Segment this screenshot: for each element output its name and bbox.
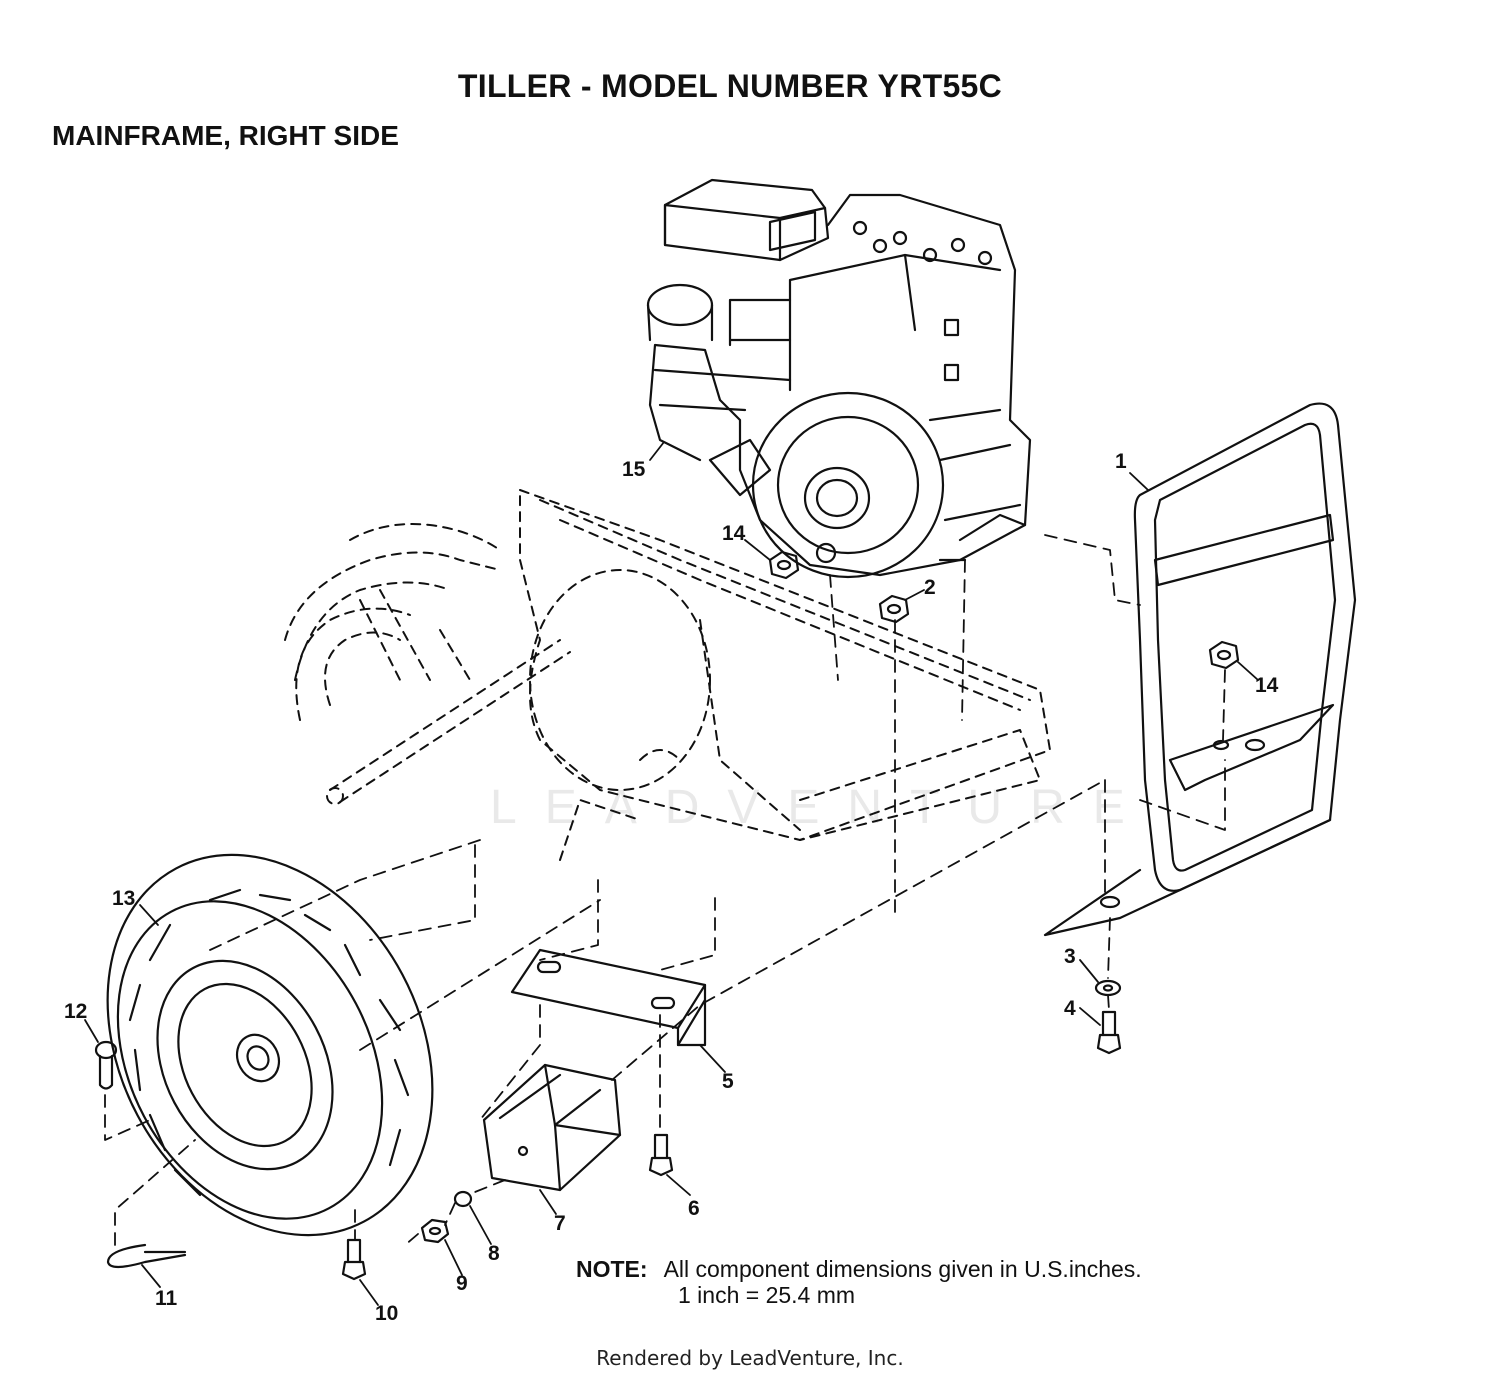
callout-11: 11: [155, 1287, 178, 1310]
callout-15: 15: [622, 458, 646, 481]
page-title: TILLER - MODEL NUMBER YRT55C: [457, 68, 1003, 104]
engine-part-15[interactable]: [646, 178, 1032, 579]
bumper-part-1[interactable]: [1043, 402, 1357, 937]
lockwasher-part-8[interactable]: [453, 1190, 473, 1208]
tine-assembly-phantom: [284, 489, 1051, 861]
bolt-part-10[interactable]: [341, 1238, 367, 1281]
callout-9: 9: [456, 1272, 468, 1295]
callout-5: 5: [722, 1070, 734, 1093]
callout-4: 4: [1064, 997, 1076, 1020]
callout-leaders: [84, 441, 1259, 1306]
callout-2: 2: [924, 576, 936, 599]
nut-part-2[interactable]: [878, 594, 910, 624]
assembly-lines: [104, 534, 1226, 1246]
callout-6: 6: [688, 1197, 700, 1220]
units-note: NOTE: All component dimensions given in U…: [576, 1256, 1142, 1308]
callout-12: 12: [64, 1000, 87, 1023]
bolt-part-6[interactable]: [648, 1133, 674, 1177]
footer-credit: Rendered by LeadVenture, Inc.: [596, 1346, 904, 1370]
callout-10: 10: [375, 1302, 398, 1325]
bolt-part-4[interactable]: [1096, 1010, 1122, 1055]
callout-labels: 1 2 3 4 5 6 7 8 9 10 11 12 13 14 14 15: [64, 450, 1279, 1325]
clevis-pin-part-12[interactable]: [94, 1040, 118, 1090]
nut-part-14-right[interactable]: [1208, 640, 1240, 670]
skid-part-7[interactable]: [482, 1063, 622, 1192]
washer-part-3[interactable]: [1094, 979, 1122, 997]
callout-1: 1: [1115, 450, 1127, 473]
nut-part-14-left[interactable]: [768, 550, 800, 580]
bracket-part-5[interactable]: [510, 948, 707, 1047]
note-line-2: 1 inch = 25.4 mm: [678, 1282, 856, 1308]
callout-13: 13: [112, 887, 135, 910]
watermark-text: LEADVENTURE: [490, 781, 1153, 834]
wheel-part-13[interactable]: [44, 798, 497, 1292]
callout-14-left: 14: [722, 522, 746, 545]
callout-7: 7: [554, 1212, 566, 1235]
note-label: NOTE:: [576, 1256, 648, 1282]
callout-14-right: 14: [1255, 674, 1279, 697]
note-line-1: All component dimensions given in U.S.in…: [663, 1256, 1142, 1282]
callout-3: 3: [1064, 945, 1076, 968]
callout-8: 8: [488, 1242, 500, 1265]
section-title: MAINFRAME, RIGHT SIDE: [52, 120, 399, 151]
hairpin-part-11[interactable]: [106, 1243, 187, 1269]
nut-part-9[interactable]: [420, 1218, 450, 1244]
